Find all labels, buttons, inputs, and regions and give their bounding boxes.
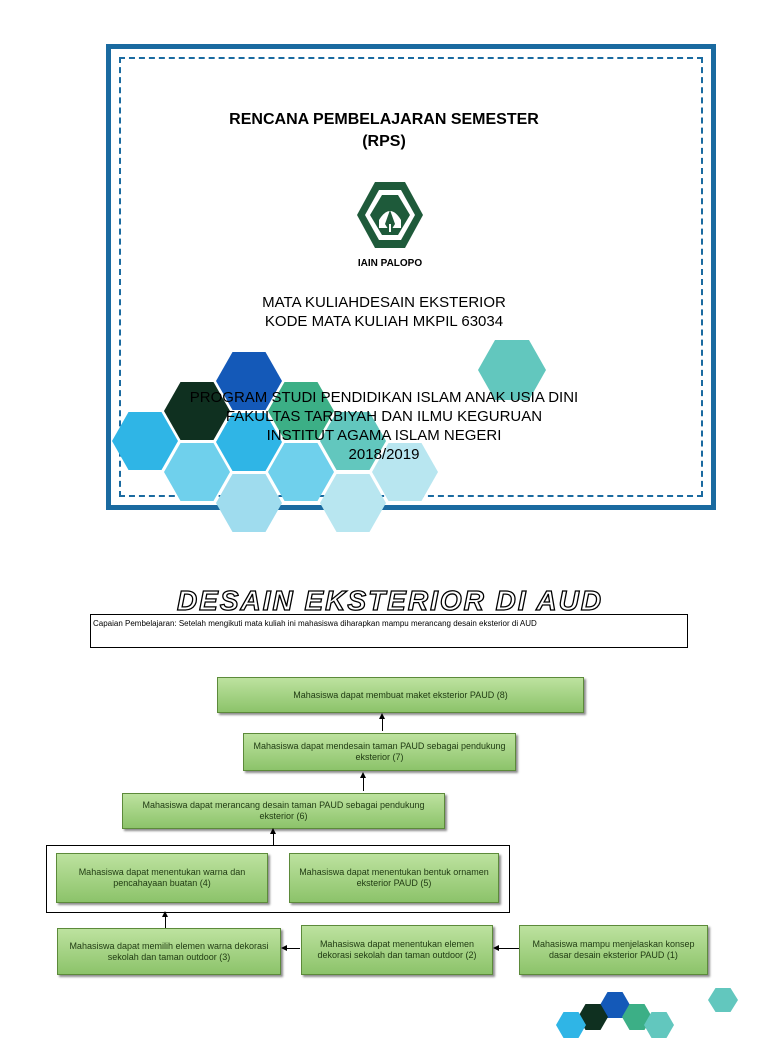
cover-title: RENCANA PEMBELAJARAN SEMESTER <box>229 111 539 128</box>
outcome-box-1: Mahasiswa mampu menjelaskan konsep dasar… <box>519 925 708 975</box>
arrow-up <box>379 713 385 731</box>
outcome-1-text: Mahasiswa mampu menjelaskan konsep dasar… <box>532 939 695 960</box>
outcome-box-3: Mahasiswa dapat memilih elemen warna dek… <box>57 928 281 975</box>
outcome-7-text: Mahasiswa dapat mendesain taman PAUD seb… <box>253 741 506 762</box>
section-title-wrap: DESAIN EKSTERIOR DI AUD <box>90 584 690 621</box>
outcome-4-text: Mahasiswa dapat menentukan warna dan pen… <box>78 867 246 888</box>
course-code: KODE MATA KULIAH MKPIL 63034 <box>264 313 504 330</box>
hexagon-decoration <box>708 988 738 1012</box>
iain-palopo-logo <box>355 180 425 250</box>
outcome-2-text: Mahasiswa dapat menentukan elemen dekora… <box>317 939 477 960</box>
arrow-up <box>270 828 276 845</box>
logo-label: IAIN PALOPO <box>357 258 423 269</box>
arrow-up <box>162 911 168 929</box>
outcome-box-2: Mahasiswa dapat menentukan elemen dekora… <box>301 925 493 975</box>
institute: INSTITUT AGAMA ISLAM NEGERI <box>266 427 502 444</box>
section-title: DESAIN EKSTERIOR DI AUD <box>177 586 603 616</box>
outcome-3-text: Mahasiswa dapat memilih elemen warna dek… <box>69 940 269 962</box>
outcome-box-7: Mahasiswa dapat mendesain taman PAUD seb… <box>243 733 516 771</box>
study-program: PROGRAM STUDI PENDIDIKAN ISLAM ANAK USIA… <box>189 389 579 406</box>
outcome-6-text: Mahasiswa dapat merancang desain taman P… <box>142 800 425 821</box>
learning-outcome-box: Capaian Pembelajaran: Setelah mengikuti … <box>90 614 688 648</box>
outcome-box-6: Mahasiswa dapat merancang desain taman P… <box>122 793 445 829</box>
outcome-box-5: Mahasiswa dapat menentukan bentuk orname… <box>289 853 499 903</box>
outcome-box-8: Mahasiswa dapat membuat maket eksterior … <box>217 677 584 713</box>
cover-subtitle: (RPS) <box>362 133 406 150</box>
learning-outcome-text: Capaian Pembelajaran: Setelah mengikuti … <box>93 619 537 628</box>
outcome-5-text: Mahasiswa dapat menentukan bentuk orname… <box>299 867 489 888</box>
outcome-group-box <box>46 845 510 913</box>
arrow-left <box>281 945 300 951</box>
faculty: FAKULTAS TARBIYAH DAN ILMU KEGURUAN <box>225 408 543 425</box>
academic-year: 2018/2019 <box>348 446 420 463</box>
arrow-left <box>493 945 519 951</box>
course-name: MATA KULIAHDESAIN EKSTERIOR <box>262 294 506 311</box>
arrow-up <box>360 772 366 791</box>
outcome-8-text: Mahasiswa dapat membuat maket eksterior … <box>293 689 508 700</box>
outcome-box-4: Mahasiswa dapat menentukan warna dan pen… <box>56 853 268 903</box>
